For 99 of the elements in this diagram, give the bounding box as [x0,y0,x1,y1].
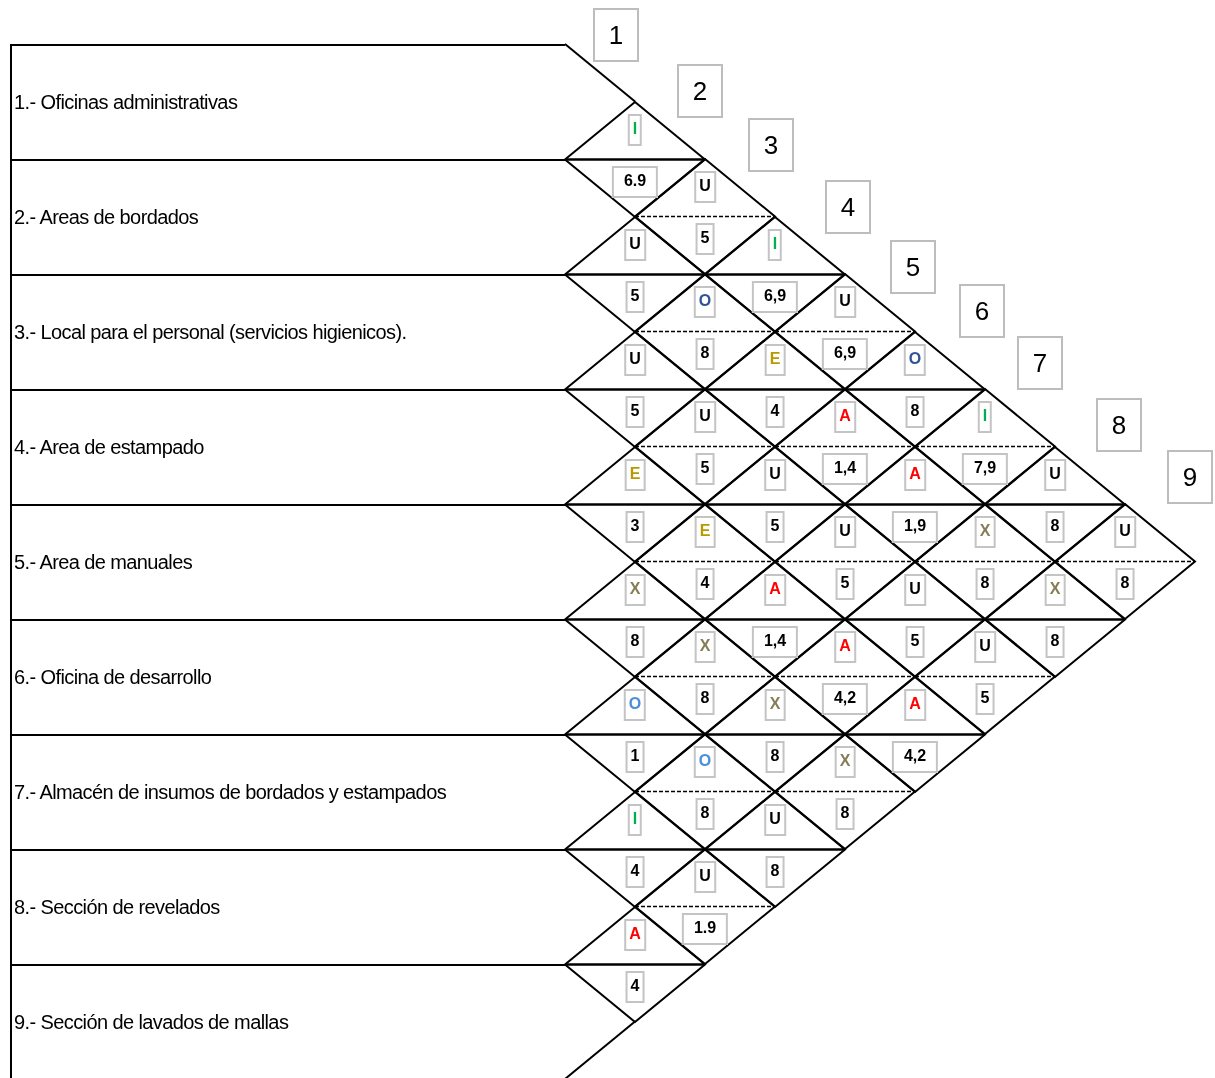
reason-code: 1 [625,740,645,773]
reason-code: 7,9 [961,453,1009,485]
department-row [10,619,565,734]
reason-code: 4,2 [821,683,869,715]
reason-code: 5 [835,568,855,600]
department-row [10,964,565,1078]
closeness-code: E [764,343,786,376]
closeness-code: O [903,343,927,376]
reason-code: 8 [905,395,925,428]
closeness-code: X [694,631,716,663]
closeness-code: A [834,401,856,433]
reason-code: 1,4 [821,453,869,485]
closeness-code: U [694,401,716,433]
reason-code: 4 [625,970,645,1003]
column-number: 8 [1096,398,1142,452]
department-name: 5.- Area de manuales [13,551,193,574]
closeness-code: U [624,228,646,261]
closeness-code: I [767,228,783,261]
reason-code: 6.9 [611,165,659,198]
closeness-code: X [624,573,646,606]
department-name: 7.- Almacén de insumos de bordados y estampados [13,781,447,804]
closeness-code: U [834,286,856,318]
closeness-code: U [834,516,856,548]
reason-code: 1,4 [751,625,799,658]
reason-code: 5 [695,453,715,485]
closeness-code: A [834,631,856,663]
closeness-code: I [977,401,993,433]
department-name: 4.- Area de estampado [13,436,204,459]
department-row [10,274,565,389]
department-name: 9.- Sección de lavados de mallas [13,1011,289,1034]
closeness-code: A [624,918,646,951]
column-number: 4 [825,180,871,234]
closeness-code: U [1114,516,1136,548]
closeness-code: X [1044,573,1066,606]
reason-code: 6,9 [821,338,869,370]
department-name: 2.- Areas de bordados [13,206,199,229]
reason-code: 4 [695,568,715,600]
closeness-code: X [764,688,786,721]
reason-code: 5 [625,395,645,428]
reason-code: 4 [765,395,785,428]
closeness-code: O [623,688,647,721]
closeness-code: X [834,746,856,778]
reason-code: 8 [765,740,785,773]
reason-code: 4 [625,855,645,888]
department-name: 3.- Local para el personal (servicios higienicos). [13,321,407,344]
department-row [10,849,565,964]
column-number: 9 [1167,450,1213,504]
reason-code: 6,9 [751,280,799,313]
closeness-code: U [904,573,926,606]
department-name: 6.- Oficina de desarrollo [13,666,212,689]
reason-code: 8 [835,798,855,830]
reason-code: 8 [1115,568,1135,600]
reason-code: 4,2 [891,740,939,773]
column-number: 7 [1017,336,1063,390]
closeness-code: A [904,688,926,721]
closeness-code: U [694,861,716,893]
reason-code: 8 [1045,510,1065,543]
reason-code: 8 [625,625,645,658]
reason-code: 8 [695,338,715,370]
column-number: 6 [959,284,1005,338]
reason-code: 8 [695,798,715,830]
reason-code: 3 [625,510,645,543]
closeness-code: E [624,458,646,491]
closeness-code: O [693,746,717,778]
department-row [10,734,565,849]
reason-code: 8 [1045,625,1065,658]
column-number: 1 [593,8,639,62]
closeness-code: I [627,803,643,836]
reason-code: 8 [765,855,785,888]
reason-code: 5 [695,223,715,255]
reason-code: 5 [625,280,645,313]
department-row [10,44,565,159]
closeness-code: I [627,113,643,146]
closeness-code: U [694,171,716,203]
reason-code: 5 [765,510,785,543]
closeness-code: U [764,458,786,491]
reason-code: 1.9 [681,913,729,945]
department-name: 1.- Oficinas administrativas [13,91,238,114]
department-row [10,389,565,504]
department-name: 8.- Sección de revelados [13,896,220,919]
reason-code: 5 [975,683,995,715]
reason-code: 5 [905,625,925,658]
reason-code: 8 [975,568,995,600]
reason-code: 8 [695,683,715,715]
closeness-code: U [624,343,646,376]
closeness-code: O [693,286,717,318]
closeness-code: U [1044,458,1066,491]
column-number: 3 [748,118,794,172]
closeness-code: U [764,803,786,836]
column-number: 5 [890,240,936,294]
department-row [10,504,565,619]
closeness-code: E [694,516,716,548]
department-row [10,159,565,274]
closeness-code: A [904,458,926,491]
reason-code: 1,9 [891,510,939,543]
column-number: 2 [677,64,723,118]
closeness-code: A [764,573,786,606]
closeness-code: U [974,631,996,663]
closeness-code: X [974,516,996,548]
